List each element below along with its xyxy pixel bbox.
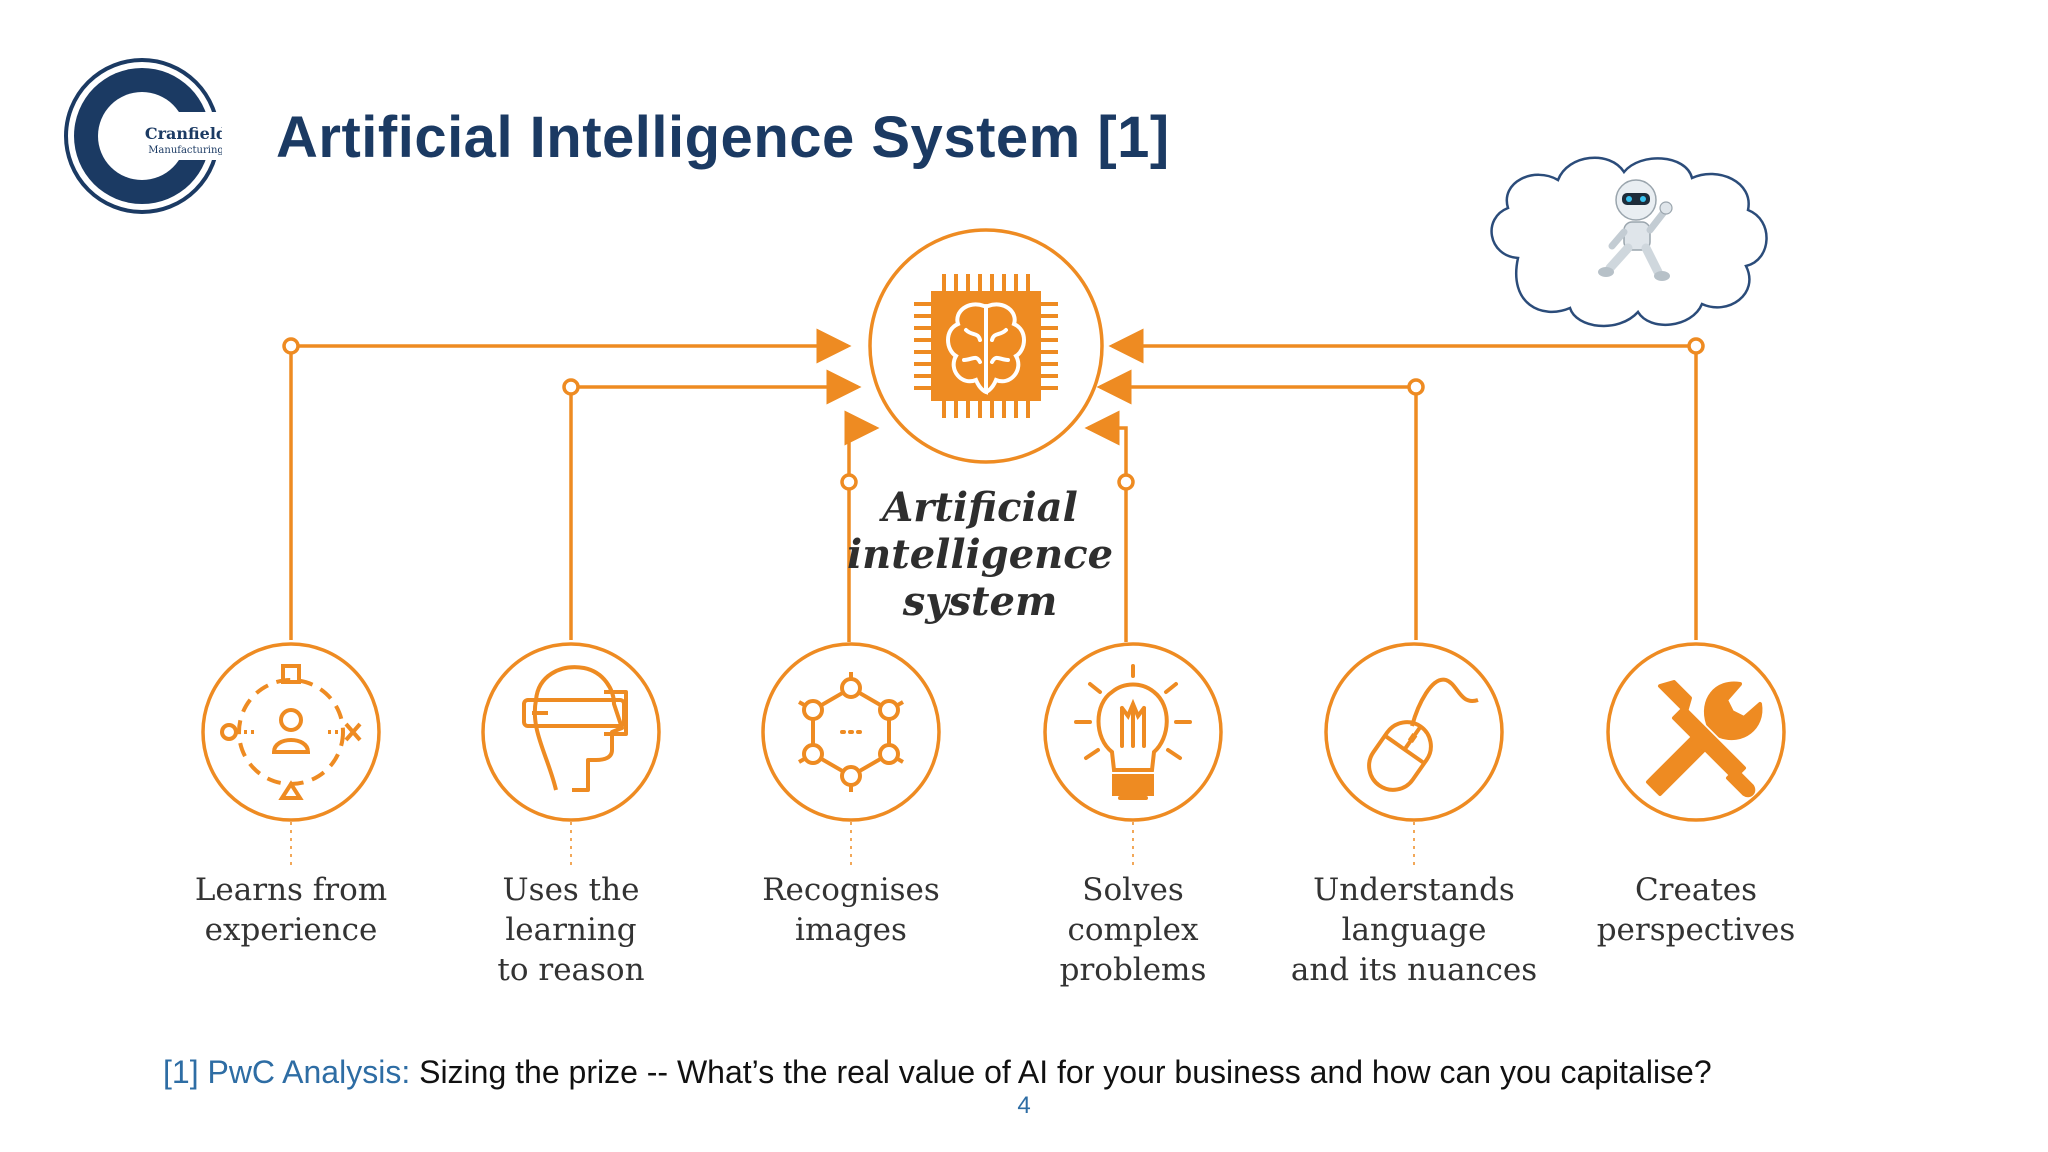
caption-creates: Creates perspectives xyxy=(1556,870,1836,950)
tools-icon xyxy=(1646,680,1763,798)
citation-text: Sizing the prize -- What’s the real valu… xyxy=(410,1054,1712,1090)
caption-understands: Understands language and its nuances xyxy=(1264,870,1564,990)
caption-leaders xyxy=(290,822,1415,866)
center-label-line: Artificial xyxy=(882,484,1078,531)
center-label: Artificial intelligence system xyxy=(830,484,1130,625)
center-label-line: intelligence xyxy=(846,531,1114,578)
caption-line: Learns from xyxy=(194,872,388,908)
brain-chip-icon xyxy=(914,274,1058,418)
caption-line: language xyxy=(1341,912,1487,948)
caption-line: Uses the xyxy=(502,872,640,908)
caption-learns: Learns from experience xyxy=(151,870,431,950)
caption-line: Recognises xyxy=(762,872,940,908)
connector-learns xyxy=(282,328,852,640)
caption-line: Solves xyxy=(1082,872,1184,908)
vr-headset-head-icon xyxy=(522,665,628,792)
robot-icon xyxy=(1598,179,1673,281)
logo-text-sub: Manufacturing xyxy=(148,145,222,156)
center-label-line: system xyxy=(902,578,1058,625)
connector-solves xyxy=(1084,410,1135,642)
caption-solves: Solves complex problems xyxy=(993,870,1273,990)
lightbulb-icon xyxy=(1074,664,1192,800)
caption-recognises: Recognises images xyxy=(711,870,991,950)
caption-line: experience xyxy=(204,912,378,948)
caption-reasons: Uses the learning to reason xyxy=(431,870,711,990)
connector-reasons xyxy=(562,369,862,640)
molecule-network-icon xyxy=(798,672,904,792)
caption-line: perspectives xyxy=(1596,912,1796,948)
page-number: 4 xyxy=(1017,1092,1031,1119)
caption-line: Understands xyxy=(1313,872,1515,908)
cranfield-logo: Cranfield Manufacturing xyxy=(64,58,222,214)
caption-line: learning xyxy=(505,912,637,948)
connector-creates xyxy=(1108,328,1705,640)
target-person-icon xyxy=(220,664,362,800)
source-label: [1] PwC Analysis: xyxy=(163,1054,411,1090)
computer-mouse-icon xyxy=(1367,677,1479,792)
source-citation: [1] PwC Analysis: Sizing the prize -- Wh… xyxy=(163,1054,1712,1091)
robot-in-cloud-icon xyxy=(1490,156,1768,328)
caption-line: and its nuances xyxy=(1290,952,1538,988)
central-hub xyxy=(868,228,1104,464)
page-title: Artificial Intelligence System [1] xyxy=(276,105,1170,170)
connector-recognises xyxy=(840,410,880,642)
capability-circle-reasons xyxy=(481,642,661,822)
caption-line: problems xyxy=(1059,952,1207,988)
connector-understands xyxy=(1096,369,1425,640)
caption-line: complex xyxy=(1067,912,1199,948)
caption-line: to reason xyxy=(497,952,645,988)
capability-circle-understands xyxy=(1324,642,1504,822)
caption-line: Creates xyxy=(1634,872,1758,908)
logo-text-main: Cranfield xyxy=(145,124,222,143)
caption-line: images xyxy=(795,912,907,948)
